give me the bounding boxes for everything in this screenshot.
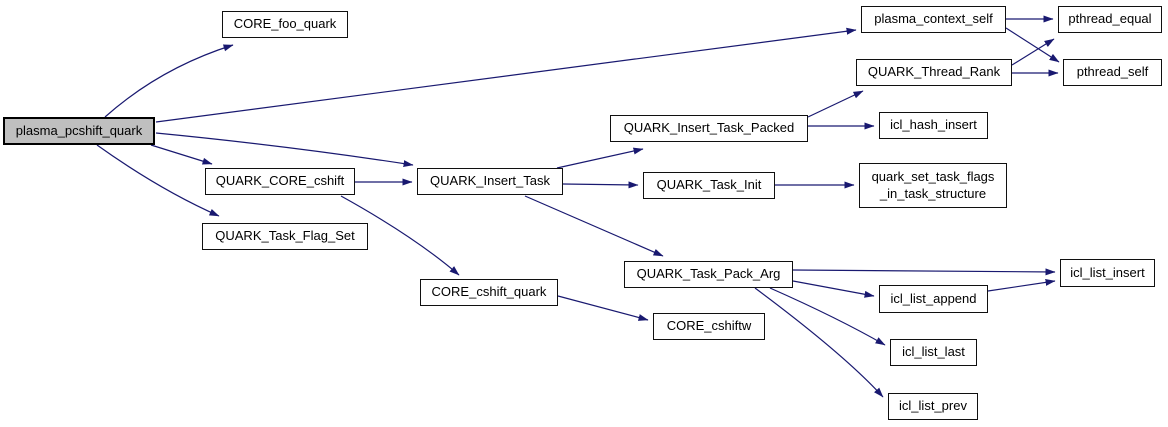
graph-node-plasma-context-self[interactable]: plasma_context_self	[861, 6, 1006, 33]
graph-node-core-cshift-quark[interactable]: CORE_cshift_quark	[420, 279, 558, 306]
graph-node-quark-task-flag-set[interactable]: QUARK_Task_Flag_Set	[202, 223, 368, 250]
edge-quark-insert-task-to-quark-task-pack-arg	[524, 195, 664, 257]
graph-node-icl-hash-insert[interactable]: icl_hash_insert	[879, 112, 988, 139]
graph-node-icl-list-insert[interactable]: icl_list_insert	[1060, 259, 1155, 287]
edge-quark-task-pack-arg-to-icl-list-append	[792, 280, 875, 298]
graph-node-plasma-pcshift-quark: plasma_pcshift_quark	[3, 117, 155, 145]
edge-plasma-pcshift-quark-to-quark-core-cshift	[150, 144, 213, 165]
edge-core-cshift-quark-to-core-cshiftw	[557, 295, 649, 321]
edge-icl-list-append-to-icl-list-insert	[987, 278, 1056, 292]
graph-node-icl-list-prev[interactable]: icl_list_prev	[888, 393, 978, 420]
graph-node-quark-core-cshift[interactable]: QUARK_CORE_cshift	[205, 168, 355, 195]
graph-node-core-foo-quark[interactable]: CORE_foo_quark	[222, 11, 348, 38]
edge-quark-thread-rank-to-pthread-equal	[1011, 38, 1055, 66]
edge-plasma-context-self-to-pthread-self	[1005, 27, 1060, 63]
graph-node-icl-list-last[interactable]: icl_list_last	[890, 339, 977, 366]
graph-node-quark-task-pack-arg[interactable]: QUARK_Task_Pack_Arg	[624, 261, 793, 288]
edge-quark-insert-task-packed-to-quark-thread-rank	[807, 90, 864, 118]
edge-quark-core-cshift-to-core-cshift-quark	[340, 195, 460, 276]
graph-node-pthread-equal[interactable]: pthread_equal	[1058, 6, 1162, 33]
graph-node-quark-set-task-flags-in-task-structure[interactable]: quark_set_task_flags _in_task_structure	[859, 163, 1007, 208]
edge-quark-task-pack-arg-to-icl-list-prev	[754, 287, 884, 398]
edge-quark-task-pack-arg-to-icl-list-last	[769, 287, 886, 346]
edge-plasma-pcshift-quark-to-core-foo-quark	[104, 44, 234, 118]
graph-node-quark-thread-rank[interactable]: QUARK_Thread_Rank	[856, 59, 1012, 86]
edge-plasma-pcshift-quark-to-quark-task-flag-set	[96, 144, 220, 217]
graph-node-core-cshiftw[interactable]: CORE_cshiftw	[653, 313, 765, 340]
graph-node-pthread-self[interactable]: pthread_self	[1063, 59, 1162, 86]
graph-node-icl-list-append[interactable]: icl_list_append	[879, 285, 988, 313]
edge-plasma-pcshift-quark-to-plasma-context-self	[155, 27, 857, 123]
edge-quark-insert-task-to-quark-task-init	[562, 181, 639, 189]
edge-quark-task-pack-arg-to-icl-list-insert	[792, 268, 1056, 276]
edge-plasma-pcshift-quark-to-quark-insert-task	[155, 132, 414, 168]
graph-node-quark-insert-task-packed[interactable]: QUARK_Insert_Task_Packed	[610, 115, 808, 142]
edge-quark-insert-task-to-quark-insert-task-packed	[556, 147, 644, 169]
graph-node-quark-task-init[interactable]: QUARK_Task_Init	[643, 172, 775, 199]
graph-node-quark-insert-task[interactable]: QUARK_Insert_Task	[417, 168, 563, 195]
